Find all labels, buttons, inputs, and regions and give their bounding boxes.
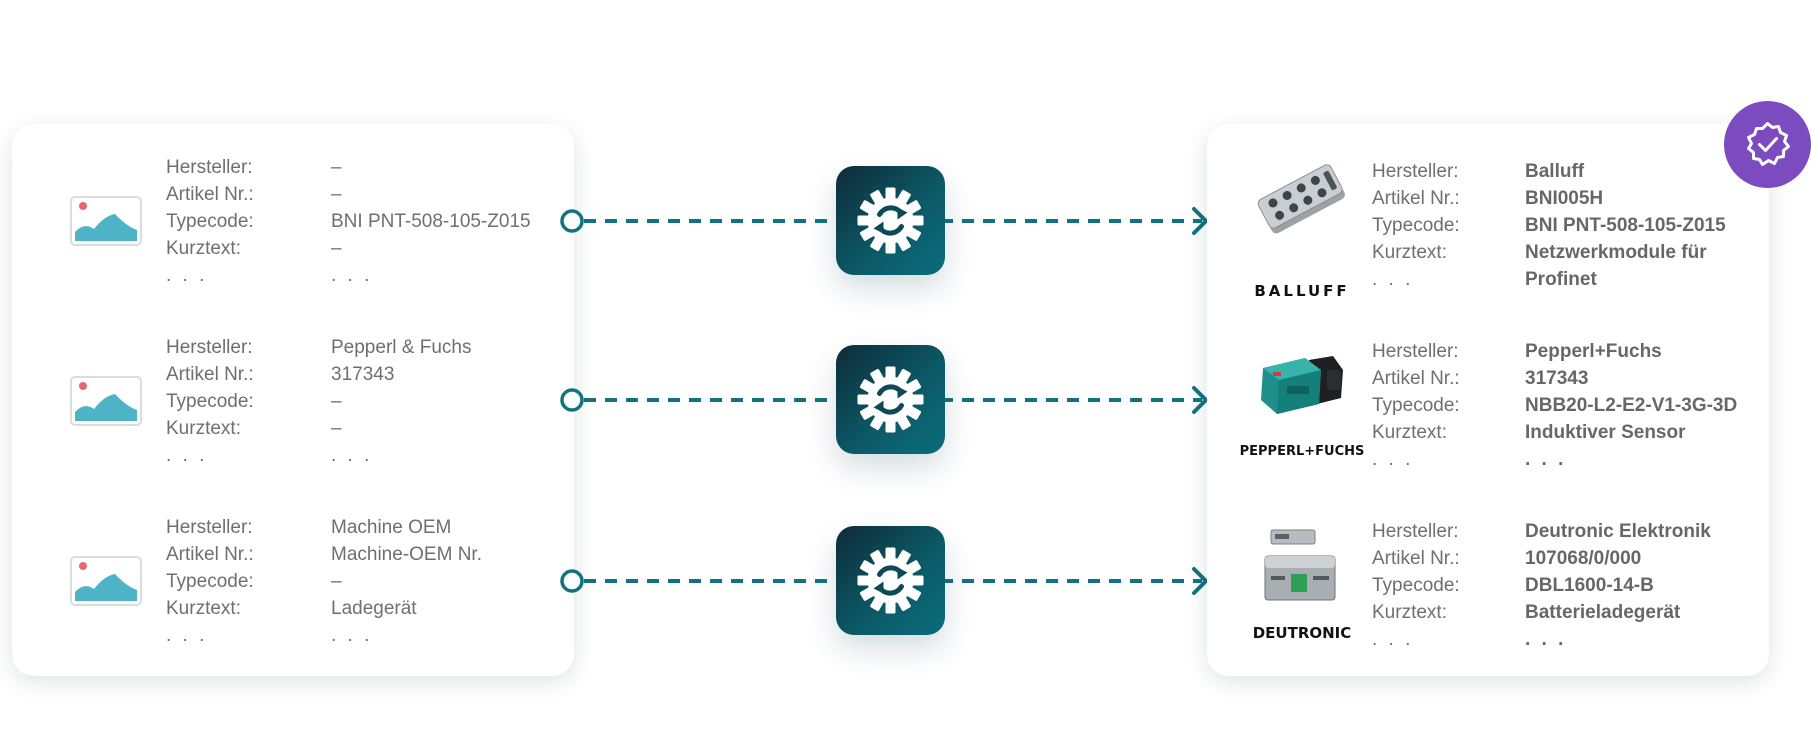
field-value: Deutronic Elektronik <box>1525 521 1711 542</box>
enriched-row-2: PEPPERL+FUCHS Hersteller: Artikel Nr.: T… <box>1207 338 1769 488</box>
field-value: DBL1600-14-B <box>1525 575 1654 596</box>
field-value: – <box>331 184 342 205</box>
field-value: BNI PNT-508-105-Z015 <box>331 211 531 232</box>
field-label: Typecode: <box>1372 395 1460 416</box>
source-row-2: Hersteller: Artikel Nr.: Typecode: Kurzt… <box>12 334 574 484</box>
field-label: Hersteller: <box>166 517 253 538</box>
image-placeholder-icon <box>70 376 142 426</box>
field-label: Kurztext: <box>1372 422 1447 443</box>
field-value: Pepperl & Fuchs <box>331 337 472 358</box>
gear-sync-icon <box>836 526 945 635</box>
field-value: Batterieladegerät <box>1525 602 1681 623</box>
field-value: Netzwerkmodule für <box>1525 242 1707 263</box>
field-value: Pepperl+Fuchs <box>1525 341 1662 362</box>
field-value: BNI005H <box>1525 188 1604 209</box>
field-value: Balluff <box>1525 161 1585 182</box>
field-value: – <box>331 418 342 439</box>
field-label: Kurztext: <box>1372 602 1447 623</box>
connector-arrow-3 <box>560 567 1208 595</box>
field-label: Typecode: <box>166 571 254 592</box>
field-value: Machine-OEM Nr. <box>331 544 482 565</box>
field-label: Typecode: <box>166 211 254 232</box>
field-label: . . . <box>1372 449 1414 470</box>
source-data-card: Hersteller: Artikel Nr.: Typecode: Kurzt… <box>12 124 574 676</box>
connector-arrow-2 <box>560 386 1208 414</box>
field-value: 107068/0/000 <box>1525 548 1642 569</box>
field-label: Artikel Nr.: <box>1372 368 1460 389</box>
field-label: Hersteller: <box>166 157 253 178</box>
field-label: Hersteller: <box>1372 341 1459 362</box>
field-value: . . . <box>1525 629 1567 650</box>
field-label: Typecode: <box>1372 575 1460 596</box>
battery-charger-image <box>1247 526 1357 606</box>
field-value: NBB20-L2-E2-V1-3G-3D <box>1525 395 1738 416</box>
field-label: Hersteller: <box>1372 521 1459 542</box>
field-label: Typecode: <box>1372 215 1460 236</box>
field-label: Artikel Nr.: <box>166 184 254 205</box>
field-label: Artikel Nr.: <box>166 364 254 385</box>
image-placeholder-icon <box>70 196 142 246</box>
field-label: . . . <box>166 265 208 286</box>
field-label: Kurztext: <box>166 598 241 619</box>
field-label: Kurztext: <box>166 238 241 259</box>
field-value: . . . <box>1525 449 1567 470</box>
image-placeholder-icon <box>70 556 142 606</box>
field-label: Artikel Nr.: <box>166 544 254 565</box>
io-module-image <box>1247 158 1357 242</box>
field-label: Kurztext: <box>166 418 241 439</box>
brand-logo-balluff: BALLUFF <box>1254 282 1350 300</box>
field-value: . . . <box>331 445 373 466</box>
field-value: BNI PNT-508-105-Z015 <box>1525 215 1726 236</box>
enriched-data-card: BALLUFF Hersteller: Artikel Nr.: Typecod… <box>1207 124 1769 676</box>
connector-arrow-1 <box>560 207 1208 235</box>
field-value: Machine OEM <box>331 517 452 538</box>
inductive-sensor-image <box>1247 346 1357 422</box>
field-value: Profinet <box>1525 269 1597 290</box>
enriched-row-3: DEUTRONIC Hersteller: Artikel Nr.: Typec… <box>1207 518 1769 668</box>
field-label: . . . <box>166 445 208 466</box>
field-label: Artikel Nr.: <box>1372 188 1460 209</box>
brand-logo-pepperl-fuchs: PEPPERL+FUCHS <box>1239 444 1365 459</box>
source-row-1: Hersteller: Artikel Nr.: Typecode: Kurzt… <box>12 154 574 304</box>
gear-sync-icon <box>836 345 945 454</box>
field-value: . . . <box>331 265 373 286</box>
field-value: Induktiver Sensor <box>1525 422 1686 443</box>
field-value: Ladegerät <box>331 598 417 619</box>
field-label: Hersteller: <box>1372 161 1459 182</box>
field-value: – <box>331 157 342 178</box>
field-value: – <box>331 571 342 592</box>
field-label: . . . <box>1372 629 1414 650</box>
field-label: Hersteller: <box>166 337 253 358</box>
field-value: 317343 <box>1525 368 1589 389</box>
field-label: Artikel Nr.: <box>1372 548 1460 569</box>
field-value: – <box>331 391 342 412</box>
field-label: Kurztext: <box>1372 242 1447 263</box>
verified-gear-check-icon <box>1724 101 1811 188</box>
enriched-row-1: BALLUFF Hersteller: Artikel Nr.: Typecod… <box>1207 158 1769 308</box>
brand-logo-deutronic: DEUTRONIC <box>1252 624 1352 642</box>
field-value: . . . <box>331 625 373 646</box>
field-value: – <box>331 238 342 259</box>
source-row-3: Hersteller: Artikel Nr.: Typecode: Kurzt… <box>12 514 574 664</box>
field-label: Typecode: <box>166 391 254 412</box>
field-value: 317343 <box>331 364 395 385</box>
gear-sync-icon <box>836 166 945 275</box>
field-label: . . . <box>1372 269 1414 290</box>
field-label: . . . <box>166 625 208 646</box>
